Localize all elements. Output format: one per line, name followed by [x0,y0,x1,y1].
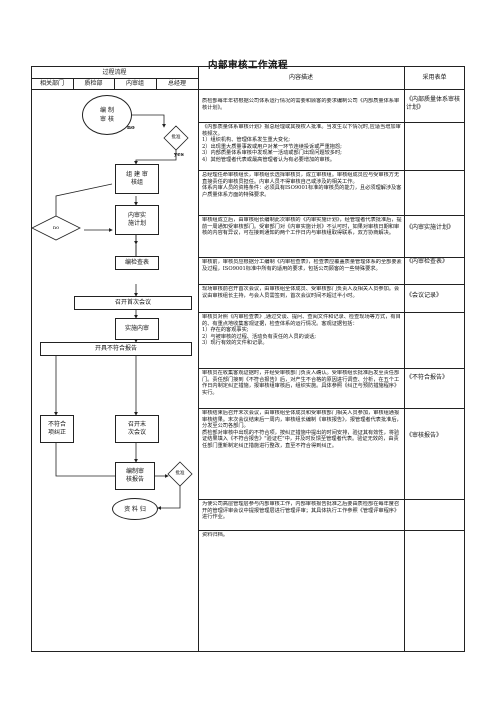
row-sep [198,408,465,409]
forms-header: 采用表单 [422,74,447,81]
nc-report-node: 开具不符合报告 [40,342,192,356]
qc-header: 质检部 [84,80,103,87]
approve-decision-2: 批准 [175,471,185,476]
form-implement-plan: 《内审实施计划》 [406,224,455,231]
no-decision-left: no [52,225,60,231]
desc-row-1: 质检部每年年初根据公司体系运行情况的需要和顾客的要求编制公司《内部质量体系审核计… [202,98,400,111]
form-meeting-record: 《会议记录》 [406,292,443,299]
conduct-audit-node: 实施内审 [115,318,159,340]
corrective-node: 不符合 项纠正 [40,415,74,443]
archive-node: 资 料 归 [112,498,158,520]
desc-row-4: 审核组成立后，由审核组长编制此次审核的《内审实施计划》，经管理者代表批准后，提前… [202,217,402,237]
desc-row-8: 审核员在收集客观证据时，并经受审核部门负责人确认。受审核组长批准后发至责任部门。… [202,370,400,396]
content-header: 内容描述 [288,74,313,81]
form-audit-report: 《审核报告》 [406,432,443,439]
desc-row-7: 审核员对照《内审检查表》,通过交谈、提问、查阅文件和记录、检查现场等方式，有目的… [202,314,401,347]
row-sep [198,170,465,171]
col-divider-3 [156,78,157,90]
col-divider-forms [404,66,405,652]
desc-row-2: 《内部质量体系审核计划》报总经理或其授权人批准。当发生以下情况时,应适当增加审核… [202,124,401,163]
desc-row-3: 总经理任命审核组长，审核组长选择审核员，成立审核组。审核组成员应与受审核方无直接… [202,172,402,198]
plan-review-node: 编 制 审 核 [82,95,132,135]
col-divider-1 [73,78,74,90]
audit-team-header: 内审组 [125,80,144,87]
desc-row-10: 为使公司高层管理层参与内部审核工作，内部审核报告批准之后要由质检部在每年度召开的… [202,501,400,521]
first-meeting-node: 召开首次会议 [74,296,192,310]
form-team-node: 组 建 审 核组 [115,164,159,194]
col-divider-2 [114,78,115,90]
row-sep [198,499,465,500]
row-sep [198,312,465,313]
checklist-node: 编检查表 [115,256,159,270]
row-sep [198,257,465,258]
row-sep [198,284,465,285]
process-header: 过程流程 [102,69,127,76]
form-audit-plan: 《内部质量体系审核计划》 [406,96,461,111]
last-meeting-node: 召开末 次会议 [115,415,159,443]
no-label: no [127,125,135,131]
form-checklist: 《内审检查表》 [406,258,449,265]
desc-row-6: 现场审核前召开首次会议，由审核组全体成员、受审核部门负责人及相关人员参加。会议由… [202,286,400,299]
row-sep [198,122,465,123]
flow-table [31,66,465,652]
yes-label: yes [174,152,184,158]
desc-row-5: 审核前，审核员应根据分工编制《内审检查表》，检查表应覆盖质量管理体系的全部要素及… [202,259,402,272]
desc-row-11: 资料归档。 [202,532,228,538]
approve-decision: 批准 [171,135,181,140]
desc-row-9: 审核结束后召开末次会议，由审核组全体成员和受审核部门相关人员参加，审核组通报审核… [202,410,402,449]
header-divider [31,89,465,90]
gm-header: 总经理 [167,80,186,87]
page-title: 内部审核工作流程 [207,60,288,71]
form-nc-report: 《不符合报告》 [406,374,449,381]
implement-plan-node: 内审实 施计划 [115,205,159,235]
row-sep [198,215,465,216]
dept-header: 相关部门 [39,80,64,87]
col-divider-process [198,66,199,652]
row-sep [198,530,465,531]
row-sep [198,368,465,369]
audit-report-node: 编制审 核报告 [115,462,155,490]
